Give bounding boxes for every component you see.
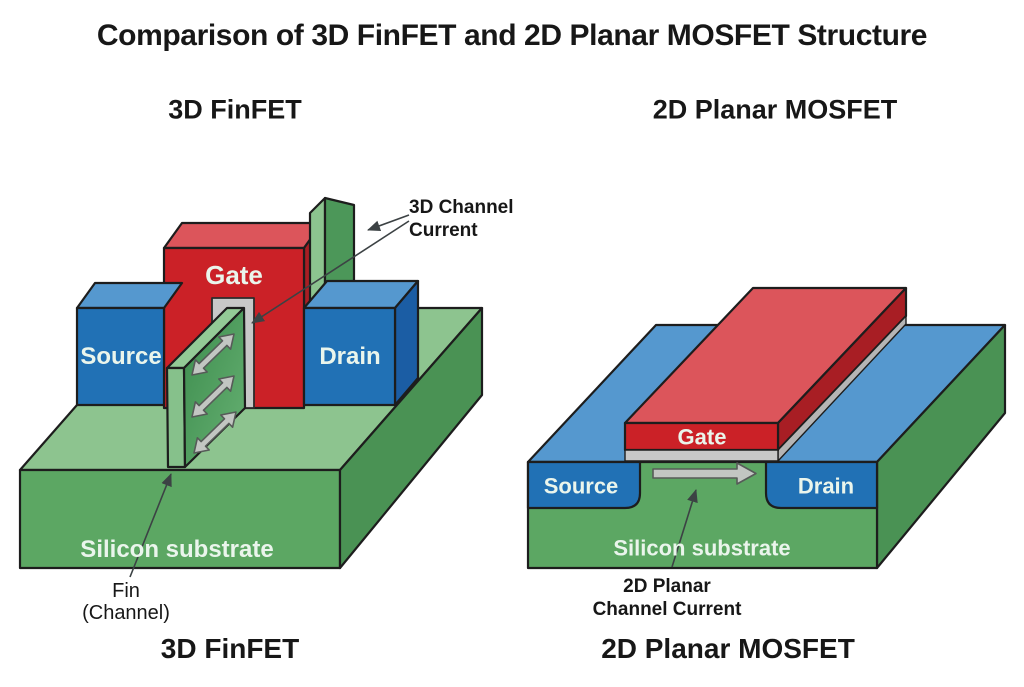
finfet-structure <box>18 196 484 570</box>
finfet-source-label: Source <box>80 343 162 371</box>
finfet-fin-back-right-face <box>323 196 356 292</box>
finfet-source-front-face <box>75 306 166 407</box>
planar-channel-pointer-line <box>671 489 698 568</box>
fin-current-arrow-1 <box>191 333 235 376</box>
channel-current-pointer-line-2 <box>251 220 410 324</box>
finfet-substrate-label: Silicon substrate <box>80 536 274 564</box>
finfet-gate-label: Gate <box>205 260 263 291</box>
planar-substrate-label: Silicon substrate <box>613 535 791 561</box>
finfet-channel-current-annotation: 3D Channel Current <box>409 196 514 242</box>
planar-channel-current-annotation: 2D Planar Channel Current <box>593 575 742 621</box>
planar-channel-current-line1: 2D Planar <box>623 576 711 597</box>
left-caption: 3D FinFET <box>160 633 300 664</box>
finfet-source-top-face <box>75 281 184 310</box>
right-caption: 2D Planar MOSFET <box>601 633 855 664</box>
page-title: Comparison of 3D FinFET and 2D Planar MO… <box>96 19 928 52</box>
left-heading: 3D FinFET <box>168 94 302 125</box>
finfet-substrate-side-face <box>338 306 484 570</box>
channel-current-pointer-line-1 <box>367 214 410 232</box>
finfet-gate-top-face <box>162 221 324 250</box>
finfet-fin-annotation: Fin (Channel) <box>82 580 170 624</box>
planar-channel-current-arrow <box>652 462 757 485</box>
finfet-annotation-lines <box>129 214 410 578</box>
finfet-drain-front-face <box>302 306 397 407</box>
finfet-fin-end-face <box>165 366 187 469</box>
planar-source-well <box>526 460 642 510</box>
fin-current-arrow-3 <box>193 411 237 454</box>
finfet-drain-label: Drain <box>319 343 381 371</box>
right-heading: 2D Planar MOSFET <box>652 94 898 125</box>
planar-mosfet-structure <box>526 286 1007 570</box>
planar-drain-well <box>764 460 879 510</box>
fin-current-arrow-2 <box>191 375 235 418</box>
planar-drain-label: Drain <box>797 473 855 499</box>
planar-channel-current-line2: Channel Current <box>592 599 742 620</box>
planar-gate-label: Gate <box>677 424 727 450</box>
finfet-channel-current-line2: Current <box>409 220 478 241</box>
finfet-fin-line2: (Channel) <box>82 602 170 624</box>
finfet-fin-line1: Fin <box>112 580 140 602</box>
finfet-channel-current-arrows <box>191 333 237 454</box>
planar-source-label: Source <box>543 473 619 499</box>
fin-pointer-line <box>129 473 172 578</box>
planar-gate-oxide-front <box>624 449 779 462</box>
finfet-channel-current-line1: 3D Channel <box>409 197 514 218</box>
